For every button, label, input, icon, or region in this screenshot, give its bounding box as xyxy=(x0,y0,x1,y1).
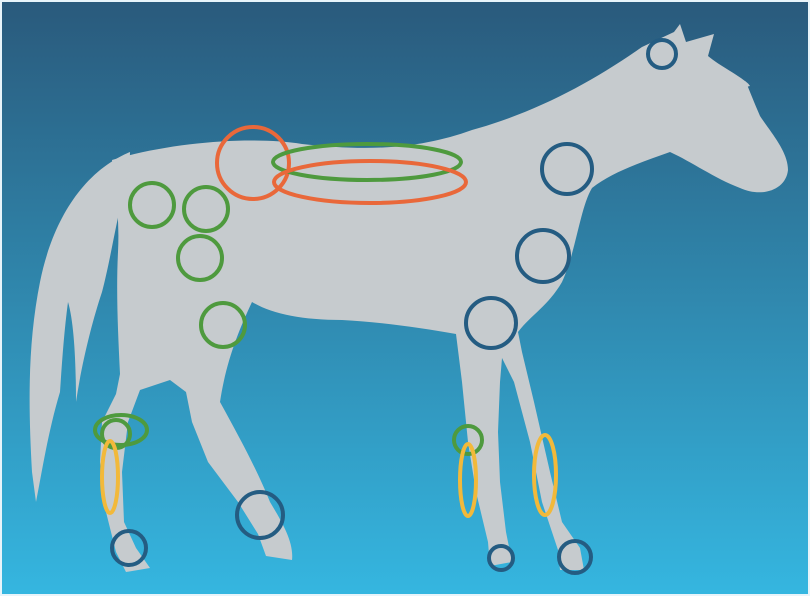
figure-frame xyxy=(0,0,810,596)
horse-diagram xyxy=(2,2,808,594)
